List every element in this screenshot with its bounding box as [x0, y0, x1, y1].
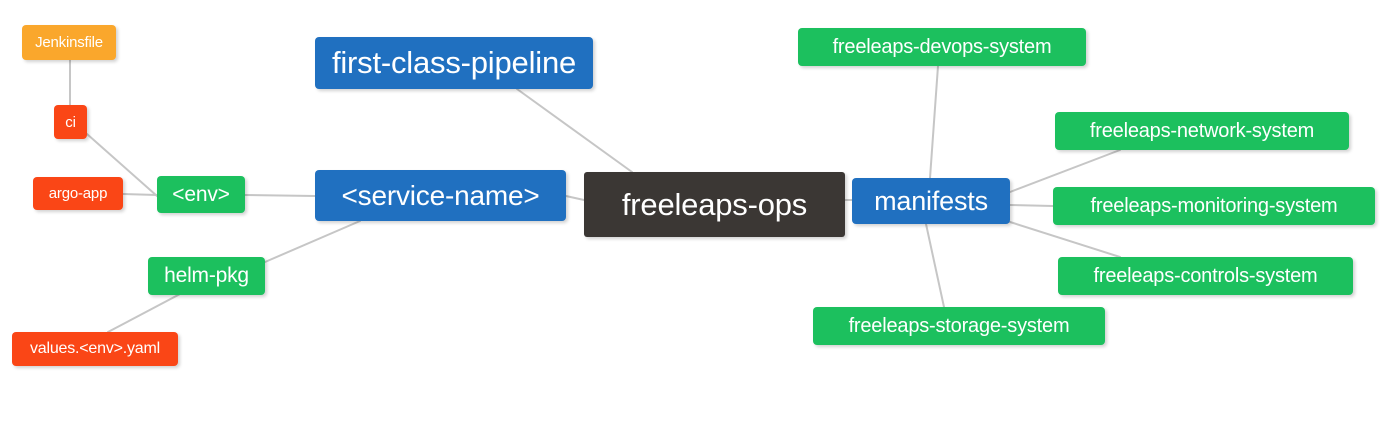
node-freeleaps-ops[interactable]: freeleaps-ops [584, 172, 845, 237]
node-freeleaps-storage-system[interactable]: freeleaps-storage-system [813, 307, 1105, 345]
node-service-name[interactable]: <service-name> [315, 170, 566, 221]
node-helm-pkg[interactable]: helm-pkg [148, 257, 265, 295]
edge-manifests-to-freeleaps-controls-system [1009, 221, 1121, 258]
node-freeleaps-controls-system[interactable]: freeleaps-controls-system [1058, 257, 1353, 295]
edge-service-name-to-freeleaps-ops [565, 195, 585, 201]
node-freeleaps-network-system[interactable]: freeleaps-network-system [1055, 112, 1349, 150]
edge-manifests-to-freeleaps-devops-system [929, 65, 939, 179]
edge-helm-pkg-to-values-yaml [107, 293, 181, 333]
node-ci[interactable]: ci [54, 105, 87, 139]
node-freeleaps-monitoring-system[interactable]: freeleaps-monitoring-system [1053, 187, 1375, 225]
node-argo-app[interactable]: argo-app [33, 177, 123, 210]
node-env[interactable]: <env> [157, 176, 245, 213]
edge-manifests-to-freeleaps-monitoring-system [1009, 204, 1054, 207]
node-jenkinsfile[interactable]: Jenkinsfile [22, 25, 116, 60]
node-values-yaml[interactable]: values.<env>.yaml [12, 332, 178, 366]
edge-argo-app-to-env [122, 193, 158, 196]
node-freeleaps-devops-system[interactable]: freeleaps-devops-system [798, 28, 1086, 66]
edge-env-to-service-name [244, 194, 316, 197]
edge-manifests-to-freeleaps-network-system [1009, 149, 1121, 193]
node-first-class-pipeline[interactable]: first-class-pipeline [315, 37, 593, 89]
edge-service-name-to-helm-pkg [264, 220, 361, 263]
edge-first-class-pipeline-to-freeleaps-ops [516, 88, 633, 173]
node-manifests[interactable]: manifests [852, 178, 1010, 224]
edge-manifests-to-freeleaps-storage-system [925, 223, 945, 308]
